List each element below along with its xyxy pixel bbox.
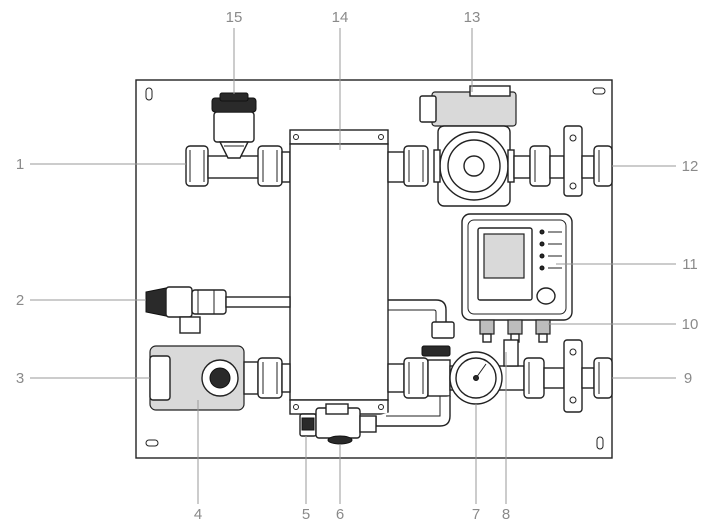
label-10: 10 bbox=[682, 316, 699, 333]
label-8: 8 bbox=[502, 506, 510, 523]
heat-exchanger bbox=[289, 129, 389, 415]
sensor-and-drain bbox=[299, 403, 377, 445]
label-14: 14 bbox=[332, 9, 349, 26]
thermo-manometer bbox=[449, 351, 503, 405]
label-3: 3 bbox=[16, 370, 24, 387]
callout-labels: 1 2 3 4 5 6 7 8 9 10 11 12 13 14 15 bbox=[16, 9, 699, 523]
label-12: 12 bbox=[682, 158, 699, 175]
return-pipe-upper bbox=[388, 299, 455, 339]
label-4: 4 bbox=[194, 506, 202, 523]
lower-right-clamp-pipe bbox=[523, 339, 613, 413]
leader-lines bbox=[30, 28, 676, 504]
label-1: 1 bbox=[16, 156, 24, 173]
label-6: 6 bbox=[336, 506, 344, 523]
controller-unit bbox=[461, 213, 573, 321]
label-7: 7 bbox=[472, 506, 480, 523]
return-pipe-lower bbox=[375, 396, 451, 427]
upper-right-pipe bbox=[387, 145, 429, 187]
label-9: 9 bbox=[684, 370, 692, 387]
safety-valve bbox=[145, 286, 291, 334]
label-13: 13 bbox=[464, 9, 481, 26]
upper-right-clamp-pipe bbox=[513, 125, 613, 197]
label-11: 11 bbox=[682, 256, 698, 273]
cable-glands bbox=[479, 319, 551, 343]
label-5: 5 bbox=[302, 506, 310, 523]
circulation-pump bbox=[419, 85, 517, 207]
air-vent-valve bbox=[211, 92, 257, 159]
mixing-valve-motor bbox=[149, 345, 291, 411]
label-15: 15 bbox=[226, 9, 243, 26]
top-left-pipe-union bbox=[185, 145, 291, 187]
label-2: 2 bbox=[16, 292, 24, 309]
